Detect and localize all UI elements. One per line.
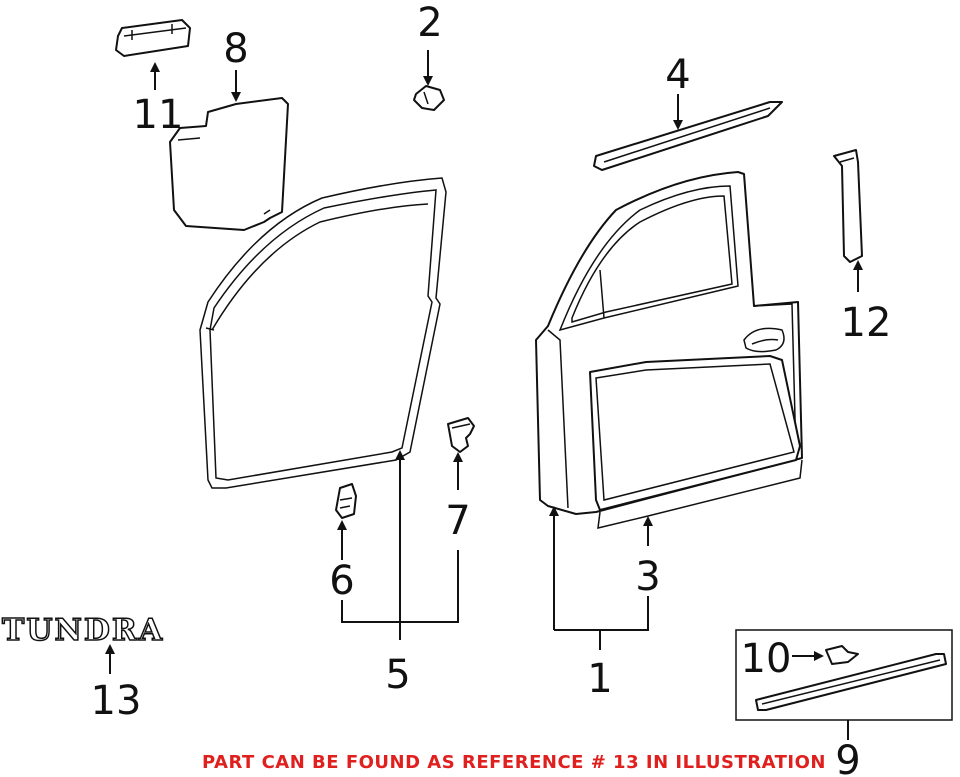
- bracket-6-7: [341, 550, 459, 623]
- callout-3: 3: [635, 554, 660, 600]
- callout-4: 4: [665, 52, 690, 98]
- part-11-clip: [115, 19, 191, 57]
- callout-10: 10: [741, 636, 792, 682]
- part-12-pillar-garnish: [833, 149, 863, 263]
- part-9-rocker-moulding: [755, 653, 947, 711]
- part-4-belt-moulding: [593, 101, 783, 171]
- part-6-clip: [335, 483, 357, 519]
- footer-note: PART CAN BE FOUND AS REFERENCE # 13 IN I…: [202, 752, 826, 773]
- callout-11: 11: [133, 92, 184, 138]
- callout-13: 13: [91, 678, 142, 724]
- tundra-emblem: TUNDRA: [2, 613, 164, 648]
- callout-9: 9: [835, 738, 860, 777]
- callout-7: 7: [445, 498, 470, 544]
- part-5-weatherstrip: [199, 177, 447, 489]
- callout-5: 5: [385, 652, 410, 698]
- callout-1: 1: [587, 656, 612, 702]
- part-10-clip: [825, 645, 859, 665]
- part-9-box: [735, 629, 953, 721]
- part-2-plug: [413, 85, 445, 111]
- callout-2: 2: [417, 0, 442, 46]
- callout-12: 12: [841, 300, 892, 346]
- part-3-door-panel: [589, 355, 803, 529]
- bracket-1: [554, 596, 649, 631]
- part-7-clip: [447, 417, 475, 453]
- part-8-service-hole-cover: [169, 97, 289, 231]
- callout-6: 6: [329, 558, 354, 604]
- callout-8: 8: [223, 26, 248, 72]
